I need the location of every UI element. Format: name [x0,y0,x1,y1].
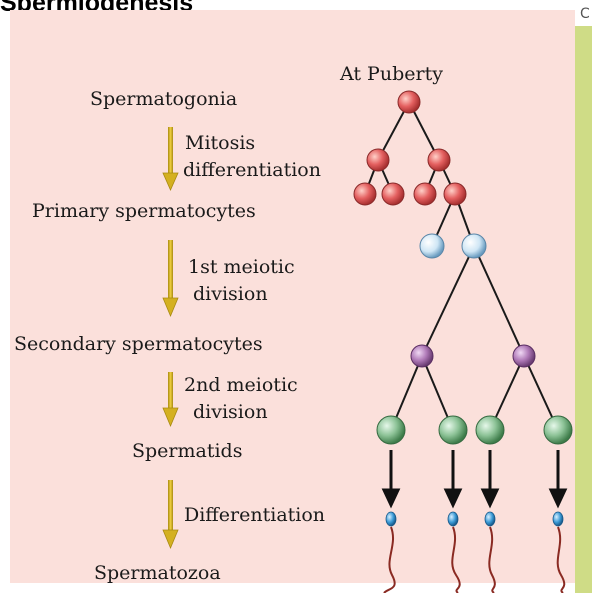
mitosis-label-line1: Mitosis [185,132,255,155]
primary-spermatocyte-cell [420,234,444,258]
maturation-arrows [384,450,565,505]
first-meiotic-label-line2: division [193,283,268,306]
spermatid-cell [544,416,572,444]
spermatogonium-cell [398,91,420,113]
first-meiotic-label-line1: 1st meiotic [188,256,295,279]
differentiation-label: Differentiation [184,504,325,526]
primary-spermatocytes-label: Primary spermatocytes [32,200,256,222]
spermatozoon [485,512,495,593]
spermatogonium-cell [354,183,376,205]
spermatogonium-cell [428,149,450,171]
second-meiotic-label-line2: division [193,401,268,424]
spermatozoon [384,512,396,593]
spermatid-cell [377,416,405,444]
secondary-spermatocyte-cell [411,345,433,367]
spermatogonium-cell [414,183,436,205]
process-arrow [163,372,178,426]
secondary-spermatocyte-cell [513,345,535,367]
spermatid-cell [476,416,504,444]
spermatozoa-label: Spermatozoa [94,562,221,584]
spermatogonium-cell [444,183,466,205]
spermatid-cell [439,416,467,444]
process-arrow [163,480,178,548]
second-meiotic-label-line1: 2nd meiotic [184,374,298,397]
mitosis-label-line2: differentiation [183,159,321,182]
spermatozoon [553,512,564,593]
secondary-spermatocytes-label: Secondary spermatocytes [14,333,263,355]
at-puberty-label: At Puberty [340,63,443,85]
spermatogonium-cell [367,149,389,171]
primary-spermatocyte-cell [462,234,486,258]
spermatids-label: Spermatids [132,440,242,462]
lineage-lines [365,102,558,430]
spermatogonia-label: Spermatogonia [90,88,237,110]
spermatozoon [448,512,460,593]
process-arrow [163,127,178,190]
process-arrow [163,240,178,316]
spermatogonium-cell [382,183,404,205]
